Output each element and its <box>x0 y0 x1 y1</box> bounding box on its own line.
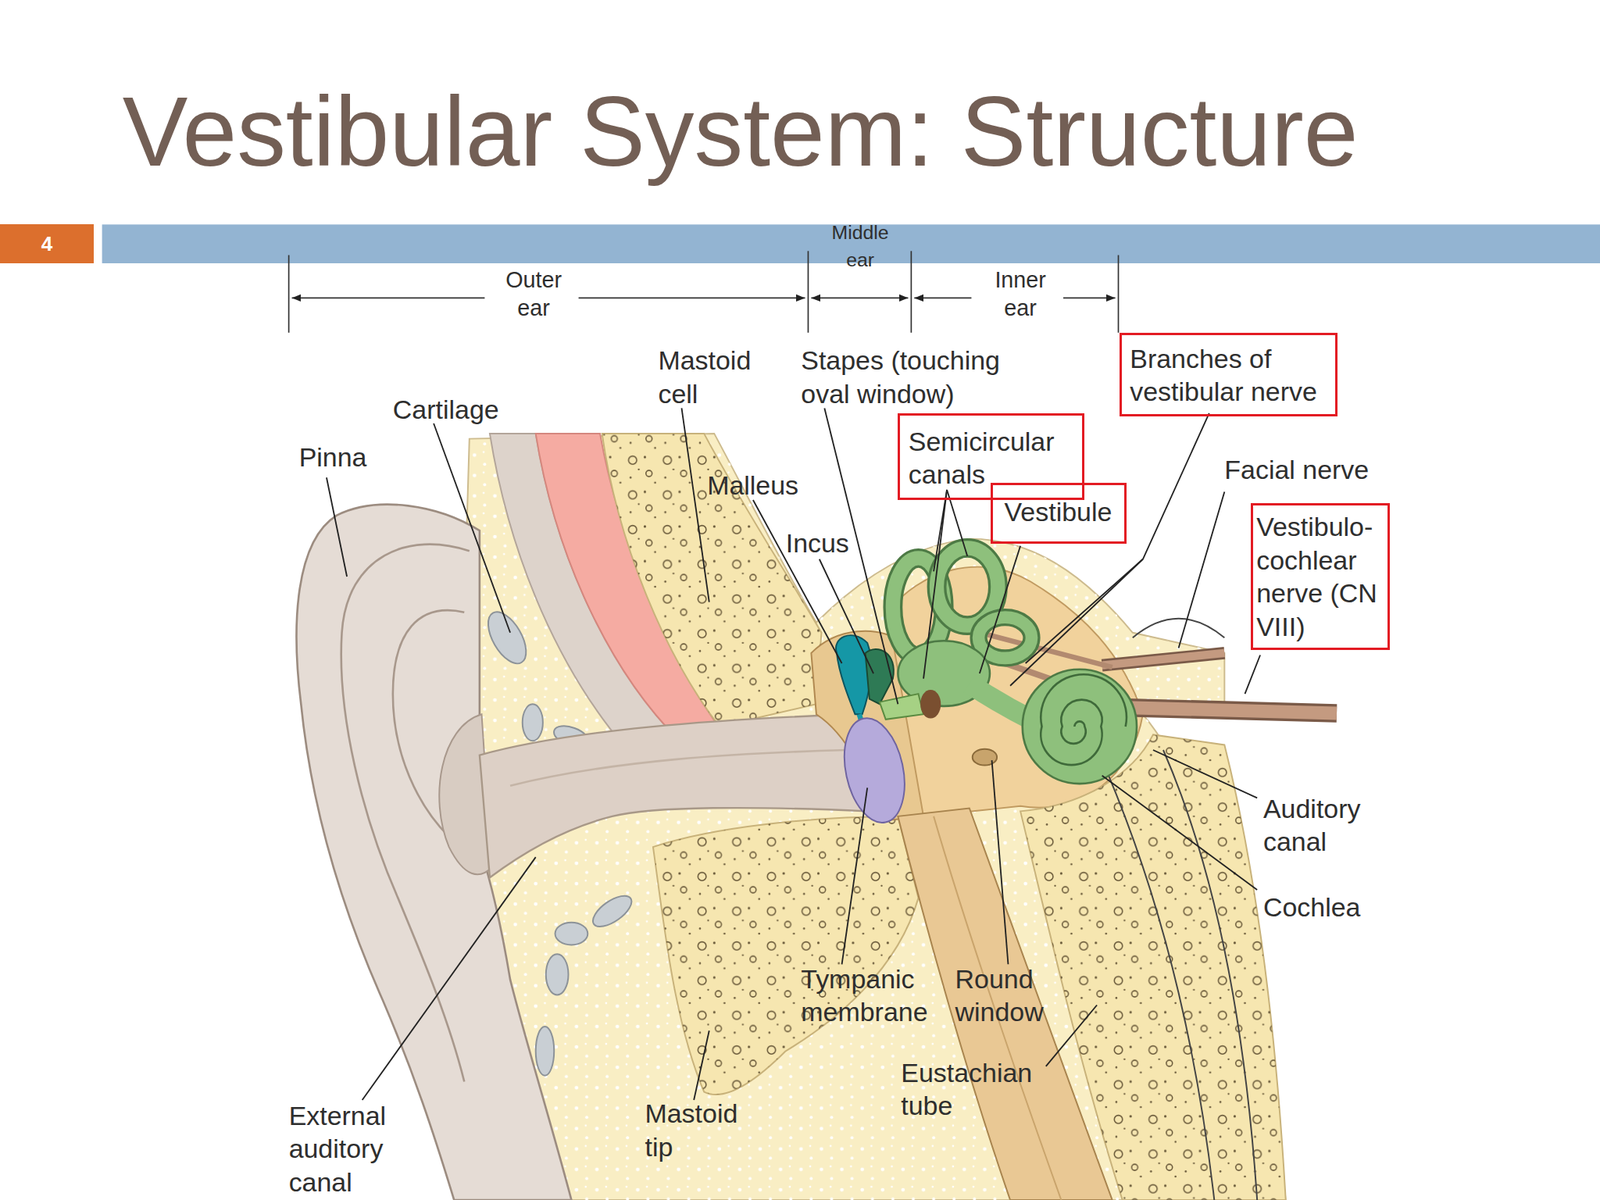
part-label: Round window <box>955 962 1053 1029</box>
leader-line <box>1244 655 1261 695</box>
bone-contour <box>1163 750 1258 1200</box>
incus-shape <box>865 649 894 704</box>
part-label: Auditory canal <box>1263 792 1376 859</box>
temporal-bone-pores <box>1020 734 1286 1200</box>
dimension-tick <box>807 250 810 333</box>
cochlea-shape <box>1022 669 1137 784</box>
part-label: Cartilage <box>392 392 500 426</box>
leader-line <box>1025 559 1143 664</box>
dimension-arrow <box>292 297 486 300</box>
leader-line <box>979 546 1021 674</box>
slide-number-box: 4 <box>0 224 94 264</box>
highlight-box: Vestibulo-cochlear nerve (CN VIII) <box>1250 503 1390 650</box>
region-label: Inner ear <box>984 266 1056 323</box>
leader-line <box>1142 413 1210 560</box>
dimension-arrow <box>578 297 806 300</box>
part-label: Tympanic membrane <box>800 962 934 1029</box>
part-label: Facial nerve <box>1224 453 1369 486</box>
vestibulocochlear-nerve-fill <box>1112 707 1337 714</box>
facial-nerve <box>1102 653 1225 666</box>
round-window-shape <box>972 749 997 766</box>
malleus-shape <box>835 635 872 715</box>
leader-line <box>1046 1005 1097 1067</box>
cartilage-piece <box>555 922 589 946</box>
box-label: Branches of vestibular nerve <box>1129 342 1330 409</box>
lower-bone-pores <box>653 816 919 1095</box>
cartilage-piece <box>535 1026 555 1076</box>
temporal-bone <box>1020 734 1286 1200</box>
leader-line <box>1178 492 1225 649</box>
part-label: Pinna <box>299 440 368 474</box>
leader-line <box>1102 775 1258 890</box>
leader-line <box>753 500 843 664</box>
part-label: Malleus <box>707 468 799 502</box>
leader-line <box>693 1030 710 1100</box>
part-label: Mastoid tip <box>644 1096 747 1164</box>
dimension-arrow <box>1063 297 1116 300</box>
region-label: Middle ear <box>824 218 896 275</box>
mastoid-pores <box>602 433 822 727</box>
dimension-arrow <box>914 297 972 300</box>
leader-line <box>326 477 347 577</box>
mastoid-bone <box>602 433 822 727</box>
slide-title: Vestibular System: Structure <box>122 82 1359 181</box>
lower-bone <box>653 816 919 1095</box>
region-label: Outer ear <box>497 266 569 323</box>
leader-line <box>992 760 1009 965</box>
part-label: Eustachian tube <box>900 1056 1044 1123</box>
cochlea-spiral <box>1040 674 1127 765</box>
leader-line <box>933 489 947 572</box>
dimension-tick <box>288 255 290 333</box>
head-tissue <box>466 433 1286 1200</box>
part-label: External auditory canal <box>289 1099 397 1199</box>
dimension-tick <box>910 250 913 333</box>
tissue-speckles <box>466 433 1286 1200</box>
slide-number: 4 <box>41 233 54 254</box>
dimension-tick <box>1117 255 1120 333</box>
part-label: Stapes (touching oval window) <box>800 343 1021 411</box>
facial-nerve-fill <box>1102 653 1225 666</box>
box-label: Vestibulo-cochlear nerve (CN VIII) <box>1256 510 1387 643</box>
oval-window <box>920 689 941 719</box>
cartilage-piece <box>480 606 534 671</box>
dimension-arrow <box>810 297 908 300</box>
pinna <box>296 504 572 1200</box>
leader-line <box>1010 559 1143 686</box>
leader-line <box>362 857 536 1100</box>
leader-line <box>433 423 511 633</box>
box-label: Vestibule <box>1004 495 1113 529</box>
part-label: Mastoid cell <box>657 343 761 411</box>
bone-contour <box>1102 760 1215 1200</box>
box-label: Semicircular canals <box>908 425 1078 492</box>
leader-line <box>923 489 947 679</box>
vestibulocochlear-nerve <box>1112 707 1337 714</box>
leader-line <box>1153 750 1258 798</box>
leader-line <box>819 559 874 674</box>
inner-ear-bone <box>887 567 1143 817</box>
leader-line <box>681 407 709 602</box>
stapes-shape <box>879 693 924 720</box>
leader-line <box>842 787 868 965</box>
cartilage-piece <box>522 703 543 741</box>
canal-shading <box>510 750 847 786</box>
part-label: Incus <box>785 526 850 560</box>
tympanic-membrane-shape <box>835 712 914 829</box>
cartilage-piece <box>588 889 637 933</box>
cartilage-piece <box>546 953 569 995</box>
bone-contour <box>1132 618 1225 638</box>
part-label: Cochlea <box>1263 890 1361 924</box>
highlight-box: Vestibule <box>990 482 1127 544</box>
highlight-box: Branches of vestibular nerve <box>1119 332 1339 417</box>
